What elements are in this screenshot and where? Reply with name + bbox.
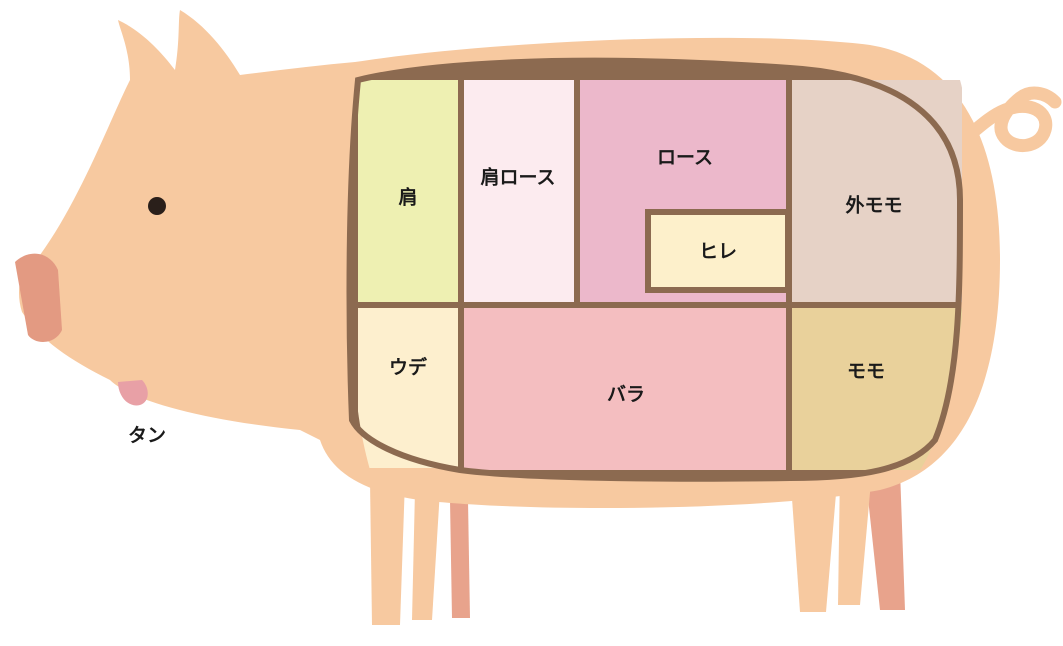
back-leg-front (450, 500, 470, 618)
front-leg-right (412, 490, 440, 620)
cut-sotomomo (792, 80, 962, 302)
front-leg-left (370, 480, 405, 625)
cut-area-border (346, 57, 964, 482)
cut-kata-rosu (464, 80, 574, 302)
front-legs (370, 470, 872, 625)
label-bara: バラ (607, 384, 645, 406)
label-momo: モモ (847, 361, 885, 383)
label-sotomomo: 外モモ (845, 194, 902, 217)
pig-tail (923, 86, 1062, 167)
hind-leg-right (838, 470, 872, 605)
label-kata: 肩 (398, 186, 417, 209)
label-ude: ウデ (389, 356, 428, 379)
cut-hire (645, 209, 791, 293)
label-rosu: ロース (657, 147, 713, 169)
label-kata-rosu: 肩ロース (480, 166, 555, 189)
label-tan: タン (128, 425, 166, 447)
back-leg-rear (865, 470, 905, 610)
hind-leg-left (790, 470, 838, 612)
cut-bara (464, 308, 786, 470)
label-hire: ヒレ (699, 241, 737, 263)
cut-regions (346, 57, 964, 482)
pig-tongue (118, 380, 148, 406)
cut-kata (358, 80, 458, 302)
pig-eye (148, 197, 166, 215)
pig-snout (15, 253, 62, 342)
back-legs (450, 470, 905, 618)
cut-labels: 肩 肩ロース ロース ヒレ 外モモ ウデ バラ モモ タン (128, 147, 903, 447)
